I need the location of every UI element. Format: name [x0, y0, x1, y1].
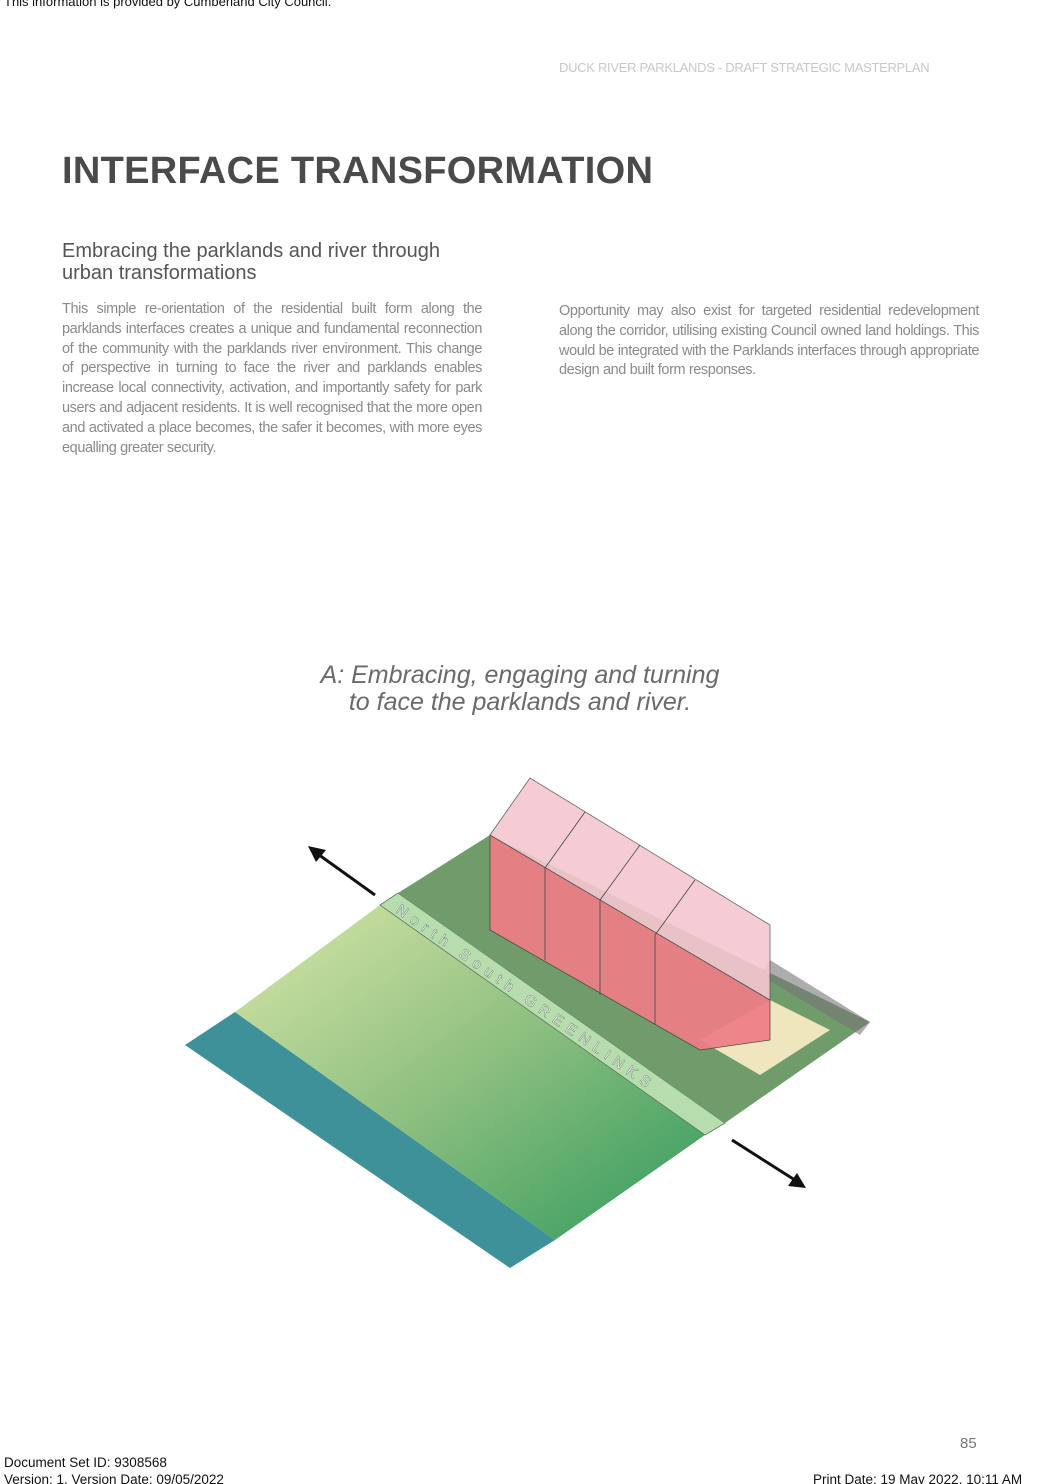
caption-line-1: A: Embracing, engaging and turning — [320, 661, 720, 689]
section-subtitle: Embracing the parklands and river throug… — [62, 240, 440, 284]
building-roof — [489, 777, 771, 1001]
document-set-id: Document Set ID: 9308568 — [4, 1455, 167, 1470]
river — [185, 1012, 555, 1268]
diagram-caption: A: Embracing, engaging and turning to fa… — [250, 662, 790, 716]
fence — [760, 960, 870, 1035]
arrow-southeast-icon — [731, 1138, 806, 1188]
print-date: Print Date: 19 May 2022, 10:11 AM — [813, 1472, 1023, 1484]
page-title: INTERFACE TRANSFORMATION — [62, 150, 654, 192]
caption-line-2: to face the parklands and river. — [348, 688, 692, 716]
council-notice: This information is provided by Cumberla… — [4, 0, 332, 9]
body-paragraph-2: Opportunity may also exist for targeted … — [559, 303, 979, 379]
page-number: 85 — [960, 1435, 977, 1452]
version-info: Version: 1, Version Date: 09/05/2022 — [4, 1472, 224, 1484]
running-header: DUCK RIVER PARKLANDS - DRAFT STRATEGIC M… — [559, 60, 930, 75]
body-paragraph-1: This simple re-orientation of the reside… — [62, 301, 482, 456]
arrow-northwest-icon — [308, 846, 376, 897]
parkland — [235, 905, 705, 1240]
